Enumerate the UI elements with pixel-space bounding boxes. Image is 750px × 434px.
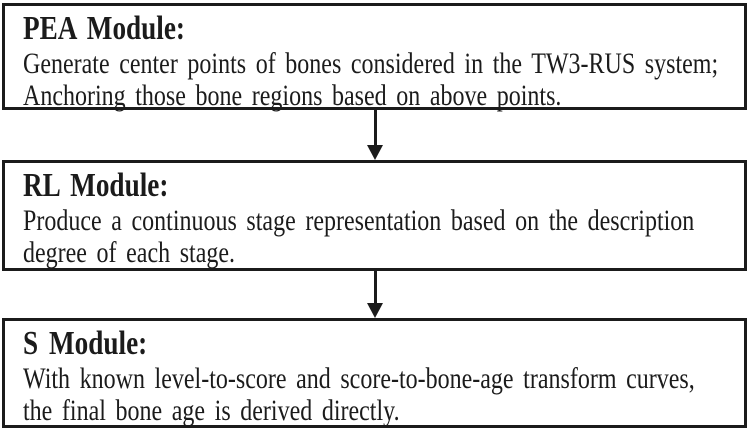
pea-module-line-1: Generate center points of bones consider… — [23, 47, 719, 80]
arrow-shaft — [373, 271, 377, 305]
rl-module-line-2: degree of each stage. — [23, 236, 236, 269]
s-module-line-2: the final bone age is derived directly. — [23, 394, 400, 427]
down-arrow-icon — [367, 145, 383, 160]
s-module-title: S Module: — [23, 325, 726, 363]
down-arrow-icon — [367, 303, 383, 318]
rl-module-title: RL Module: — [23, 167, 726, 205]
rl-module-box: RL Module: Produce a continuous stage re… — [2, 160, 747, 271]
rl-module-line-1: Produce a continuous stage representatio… — [23, 204, 695, 237]
pea-module-title: PEA Module: — [23, 10, 726, 48]
arrow-shaft — [373, 110, 377, 147]
pea-module-line-2: Anchoring those bone regions based on ab… — [23, 79, 562, 112]
pea-module-title-text: PEA Module: — [23, 10, 185, 47]
s-module-title-text: S Module: — [23, 325, 148, 362]
rl-module-title-text: RL Module: — [23, 167, 169, 204]
s-module-line-1: With known level-to-score and score-to-b… — [23, 362, 695, 395]
pea-module-box: PEA Module: Generate center points of bo… — [2, 3, 747, 112]
s-module-box: S Module: With known level-to-score and … — [2, 318, 747, 428]
